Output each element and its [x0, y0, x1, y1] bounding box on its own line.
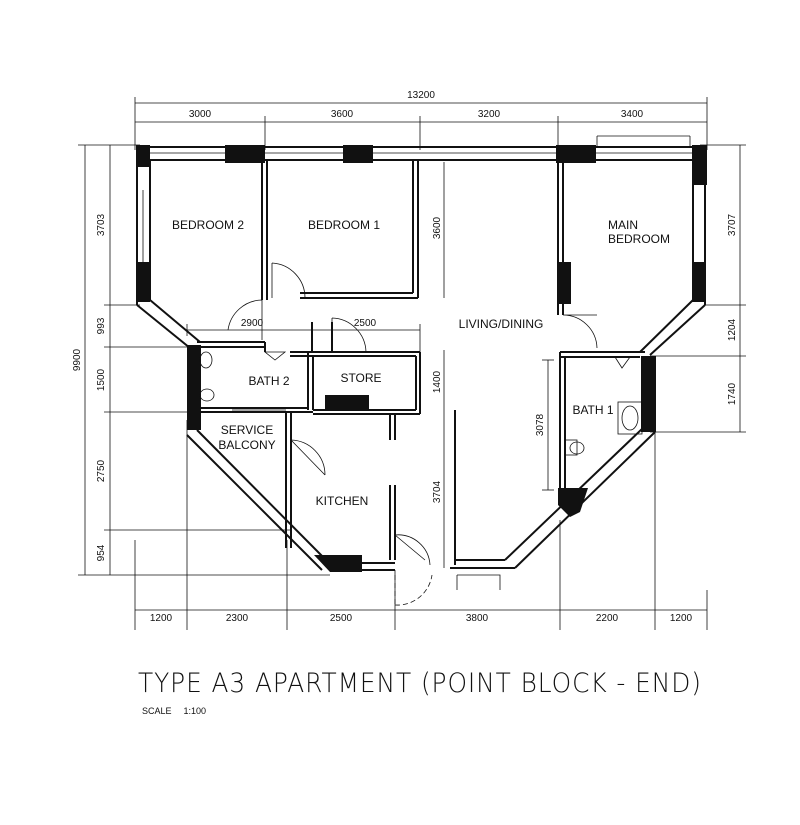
label-kitchen: KITCHEN [316, 494, 369, 508]
structural-columns [136, 145, 707, 572]
label-bedroom-1: BEDROOM 1 [308, 218, 380, 232]
dim-top-1: 3000 [189, 109, 212, 120]
dim-left-5: 954 [96, 544, 107, 561]
dim-bottom-2: 2300 [226, 613, 249, 624]
label-main-bedroom-2: BEDROOM [608, 232, 670, 246]
dim-bottom-4: 3800 [466, 613, 489, 624]
dim-left-1: 3703 [96, 213, 107, 236]
label-service-balcony-1: SERVICE [221, 423, 273, 437]
bath-fixtures [199, 351, 643, 456]
dim-left-4: 2750 [96, 459, 107, 482]
dim-overall-height: 9900 [72, 348, 83, 371]
dim-bottom-5: 2200 [596, 613, 619, 624]
dim-store-depth: 1400 [432, 370, 443, 393]
dim-kitchen-depth: 3704 [432, 480, 443, 503]
dim-top-2: 3600 [331, 109, 354, 120]
label-main-bedroom-1: MAIN [608, 218, 638, 232]
label-service-balcony-2: BALCONY [218, 438, 275, 452]
room-labels: BEDROOM 2 BEDROOM 1 MAIN BEDROOM LIVING/… [172, 218, 670, 508]
windows [142, 135, 705, 411]
dim-bottom-6: 1200 [670, 613, 693, 624]
label-store: STORE [340, 371, 381, 385]
plan-title: TYPE A3 APARTMENT (POINT BLOCK - END) [138, 668, 702, 699]
dim-left-3: 1500 [96, 368, 107, 391]
label-bedroom-2: BEDROOM 2 [172, 218, 244, 232]
dim-right-2: 1204 [727, 318, 738, 341]
dim-bottom-3: 2500 [330, 613, 353, 624]
dim-left-2: 993 [96, 317, 107, 334]
walls [136, 146, 706, 571]
dim-bath1-depth: 3078 [535, 413, 546, 436]
label-bath-2: BATH 2 [248, 374, 289, 388]
dim-right-3: 1740 [727, 382, 738, 405]
dim-top-4: 3400 [621, 109, 644, 120]
dim-right-1: 3707 [727, 213, 738, 236]
label-bath-1: BATH 1 [572, 403, 613, 417]
scale-label: SCALE [142, 706, 172, 716]
doors [227, 262, 631, 606]
scale-note: SCALE 1:100 [142, 706, 218, 716]
dim-top-3: 3200 [478, 109, 501, 120]
dim-corridor-east: 2500 [354, 318, 377, 329]
dim-corridor-west: 2900 [241, 318, 264, 329]
scale-value: 1:100 [183, 706, 207, 716]
dim-bottom-1: 1200 [150, 613, 173, 624]
dim-bedroom-depth: 3600 [432, 216, 443, 239]
dimension-labels: 13200 3000 3600 3200 3400 1200 2300 2500… [72, 90, 738, 624]
dim-overall-width: 13200 [407, 90, 435, 101]
label-living-dining: LIVING/DINING [459, 317, 544, 331]
